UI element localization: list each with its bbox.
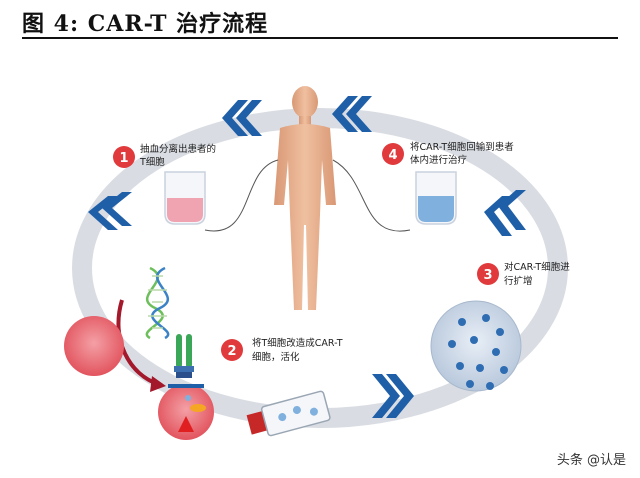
step-1-number: 1	[119, 151, 128, 166]
red-arrowhead-icon	[150, 376, 166, 392]
step-4-label-line2: 体内进行治疗	[410, 154, 468, 166]
chevron-arrow-top-left-icon	[222, 100, 262, 136]
step-2-number: 2	[227, 344, 236, 359]
step-3-label-line2: 行扩增	[504, 275, 533, 287]
culture-flask-icon	[246, 390, 331, 437]
car-t-cell-icon	[158, 384, 214, 440]
step-2-label-line2: 细胞，活化	[252, 351, 300, 363]
chevron-arrow-top-right-icon	[332, 96, 372, 132]
chevron-arrow-right-icon	[484, 190, 526, 236]
human-body-icon	[274, 86, 336, 310]
tube-right	[332, 159, 411, 232]
step-4-badge: 4	[382, 143, 404, 165]
step-1-label-line2: T细胞	[139, 156, 165, 168]
red-curved-arrow	[116, 299, 159, 386]
step-4-number: 4	[388, 148, 397, 163]
chevron-arrow-bottom-icon	[372, 374, 414, 418]
car-receptor-icon	[174, 334, 194, 378]
step-4-label-line1: 将CAR-T细胞回输到患者	[410, 141, 514, 153]
blood-bag-blue-icon	[415, 171, 457, 225]
step-1-label-line1: 抽血分离出患者的	[140, 143, 216, 155]
step-3-label-line1: 对CAR-T细胞进	[504, 261, 570, 273]
cell-expansion-dish-icon	[430, 300, 522, 392]
step-2-badge: 2	[221, 339, 243, 361]
blood-bag-red-icon	[164, 171, 206, 225]
t-cell-icon	[64, 316, 124, 376]
tube-left	[204, 159, 279, 232]
step-3-number: 3	[483, 268, 492, 283]
figure-title: 图 4: CAR-T 治疗流程	[22, 11, 269, 37]
step-1-badge: 1	[113, 146, 135, 168]
chevron-arrow-left-icon	[88, 192, 132, 230]
title-rule	[22, 37, 618, 39]
watermark: 头条 @认是	[556, 453, 626, 468]
step-3-badge: 3	[477, 263, 499, 285]
step-2-label-line1: 将T细胞改造成CAR-T	[252, 337, 343, 349]
dna-helix-icon	[145, 266, 170, 340]
